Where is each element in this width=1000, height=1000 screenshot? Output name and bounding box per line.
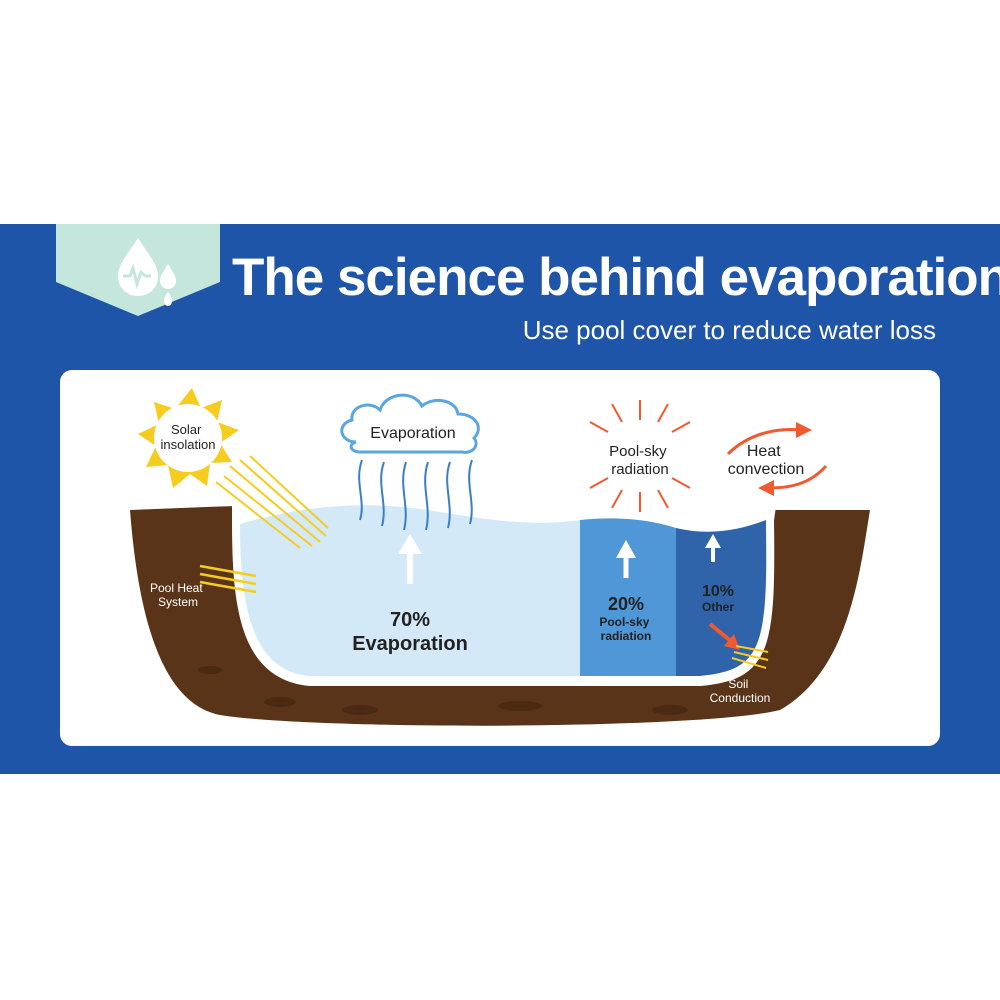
water-zone-pool-sky [580, 518, 676, 676]
up-arrow-evaporation [398, 534, 422, 584]
pool-liner [129, 498, 872, 686]
water-drops-icon [118, 238, 176, 306]
soil-conduction-label: Soil Conduction [710, 677, 771, 705]
evaporation-percent: 70% [390, 609, 430, 631]
other-segment-label: Other [702, 600, 734, 614]
banner: The science behind evaporation Use pool … [0, 224, 1000, 774]
evaporation-diagram: Solar insolation Pool Heat System [129, 388, 872, 726]
pool-sky-radiation-label: Pool-sky radiation [609, 443, 671, 478]
pool-sky-segment-label: Pool-sky radiation [599, 615, 652, 643]
soil-conduction-rays [731, 645, 769, 669]
water-zone-other [676, 520, 767, 676]
pool-heat-arrows [199, 564, 257, 594]
pool-sky-percent: 20% [608, 594, 644, 614]
up-arrow-other [705, 534, 721, 562]
up-arrow-pool-sky [616, 540, 636, 578]
sun-rays [215, 455, 329, 549]
page-title: The science behind evaporation [232, 248, 1000, 307]
diagram-panel: Solar insolation Pool Heat System [60, 370, 940, 746]
heat-convection-arrow-bottom [769, 464, 828, 490]
evaporation-segment-label: Evaporation [352, 633, 468, 655]
heat-convection-label: Heat convection [728, 443, 805, 478]
page-subtitle: Use pool cover to reduce water loss [522, 315, 936, 345]
water-zone-evaporation [240, 505, 580, 676]
cloud-evaporation-label: Evaporation [370, 425, 455, 442]
pool-sky-radiation-rays [589, 400, 691, 512]
evaporation-wavy-arrows [358, 459, 473, 531]
cloud-icon [340, 393, 480, 454]
other-percent: 10% [702, 583, 734, 600]
solar-insolation-label: Solar insolation [161, 422, 216, 452]
heat-convection-arrow-top [726, 428, 801, 456]
pool-heat-system-label: Pool Heat System [150, 581, 206, 609]
sun-icon [138, 388, 239, 488]
badge [56, 224, 220, 316]
